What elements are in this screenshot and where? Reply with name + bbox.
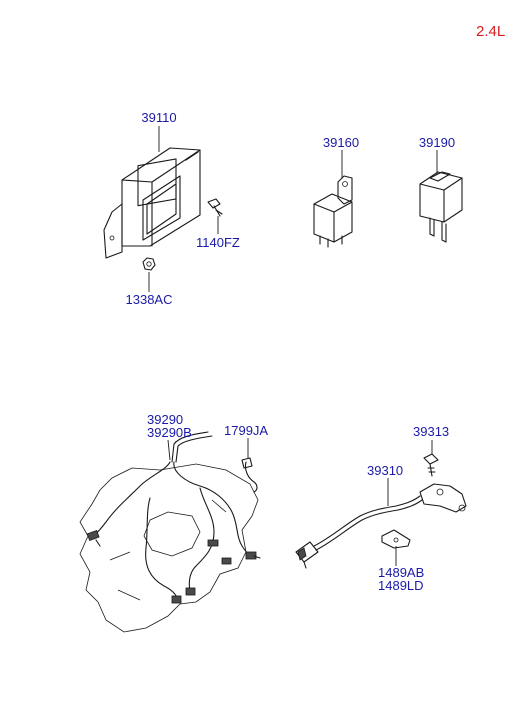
callout-39110[interactable]: 39110 xyxy=(141,110,177,125)
callout-1338ac[interactable]: 1338AC xyxy=(125,292,173,307)
callout-39290[interactable]: 39290 xyxy=(147,412,184,427)
nut-1338ac[interactable] xyxy=(142,257,156,271)
callout-39310[interactable]: 39310 xyxy=(367,463,404,478)
bracket-1489[interactable] xyxy=(381,529,411,549)
clip-1799ja[interactable] xyxy=(241,457,258,493)
callout-39190[interactable]: 39190 xyxy=(418,135,456,150)
callout-1489ld[interactable]: 1489LD xyxy=(378,578,424,593)
relay-39190[interactable] xyxy=(419,171,463,243)
harness-leader xyxy=(167,439,171,461)
callout-1489ab[interactable]: 1489AB xyxy=(378,565,425,580)
callout-1140fz[interactable]: 1140FZ xyxy=(196,235,240,250)
transmission-case-outline xyxy=(79,463,259,633)
callout-39313[interactable]: 39313 xyxy=(413,424,450,439)
sensor-39310[interactable] xyxy=(295,483,467,569)
bolt-1140fz[interactable] xyxy=(207,198,223,217)
sensor-bolt-39313[interactable] xyxy=(423,453,439,477)
callout-1799ja[interactable]: 1799JA xyxy=(224,423,269,438)
callout-39160[interactable]: 39160 xyxy=(322,135,360,150)
engine-tag: 2.4L xyxy=(476,23,506,40)
wiring-harness[interactable] xyxy=(86,431,261,604)
relay-39160[interactable] xyxy=(313,175,353,248)
callout-39290b[interactable]: 39290B xyxy=(147,425,192,440)
ecu-module[interactable] xyxy=(103,147,201,259)
